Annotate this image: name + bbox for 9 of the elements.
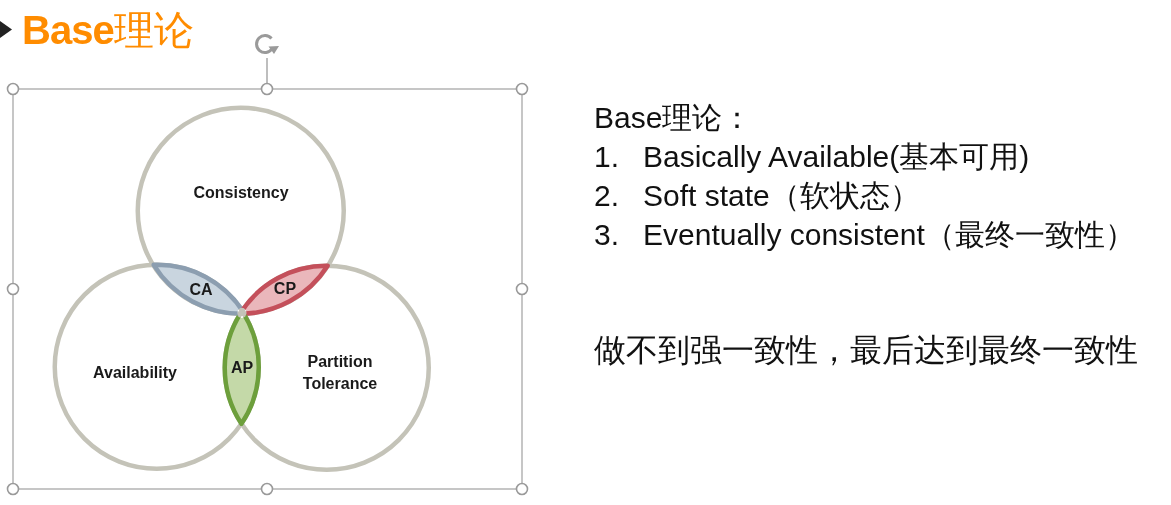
list-item: Soft state（软状态）: [643, 178, 920, 214]
list-number: 1.: [594, 139, 620, 175]
note-text: 做不到强一致性，最后达到最终一致性: [594, 330, 1138, 370]
list-heading: Base理论：: [594, 100, 753, 136]
list-number: 2.: [594, 178, 620, 214]
list-item: Basically Available(基本可用): [643, 139, 1030, 175]
list-item: Eventually consistent（最终一致性）: [643, 217, 1135, 253]
list-number: 3.: [594, 217, 620, 253]
title: Base理论: [22, 7, 194, 53]
